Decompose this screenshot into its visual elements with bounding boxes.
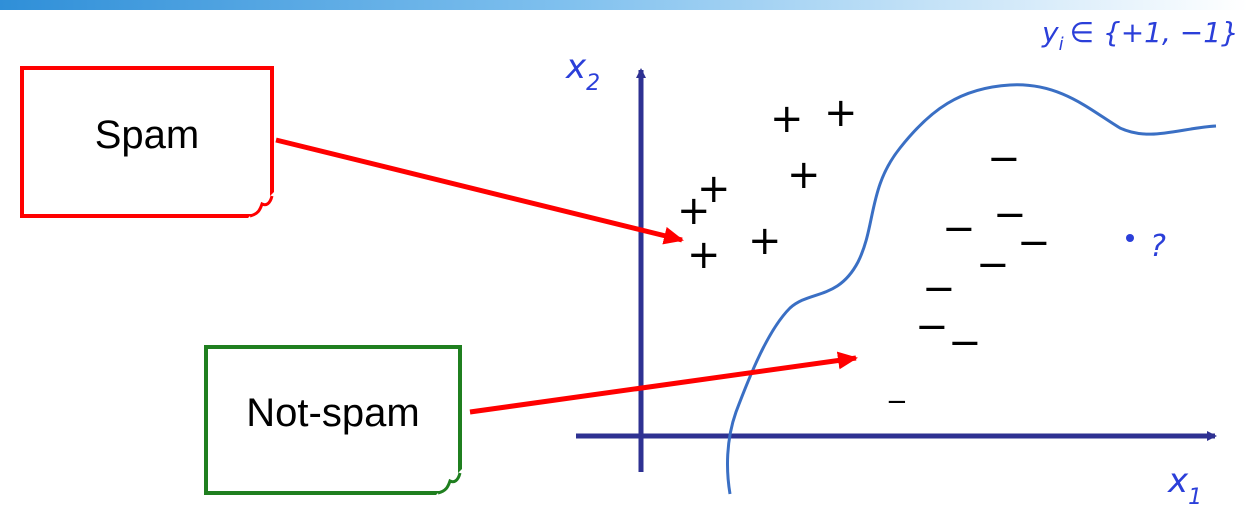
- query-point-mark: ?: [1150, 229, 1166, 264]
- negative-point: −: [922, 266, 956, 312]
- negative-point: −: [1017, 220, 1051, 266]
- positive-point: +: [677, 188, 711, 234]
- negative-point: −: [993, 192, 1027, 238]
- x-axis-label: x1: [1167, 461, 1202, 510]
- label-set-annotation: yi∈ {+1, −1}: [1041, 16, 1239, 55]
- spam-note: Spam: [20, 66, 274, 218]
- decision-boundary: [726, 83, 1217, 495]
- slide-header-bar: [0, 0, 1248, 10]
- positive-point: +: [787, 152, 821, 198]
- notspam-note-label: Not-spam: [246, 390, 420, 435]
- positive-point: +: [687, 232, 721, 278]
- negative-point: −: [886, 387, 908, 417]
- positive-point: +: [770, 96, 804, 142]
- spam-arrow: [275, 137, 684, 245]
- y-axis-label: x2: [565, 47, 600, 96]
- positive-point: +: [697, 166, 731, 212]
- notspam-arrow: [469, 351, 858, 415]
- spam-note-label: Spam: [94, 112, 200, 157]
- notspam-note: Not-spam: [204, 345, 462, 495]
- query-point-dot: [1126, 234, 1134, 242]
- negative-point: −: [942, 206, 976, 252]
- positive-point: +: [824, 90, 858, 136]
- negative-point: −: [915, 304, 949, 350]
- negative-point: −: [987, 136, 1021, 182]
- negative-point: −: [948, 320, 982, 366]
- negative-point: −: [976, 242, 1010, 288]
- page-curl-icon: [248, 192, 274, 218]
- page-curl-icon: [436, 469, 462, 495]
- positive-point: +: [748, 218, 782, 264]
